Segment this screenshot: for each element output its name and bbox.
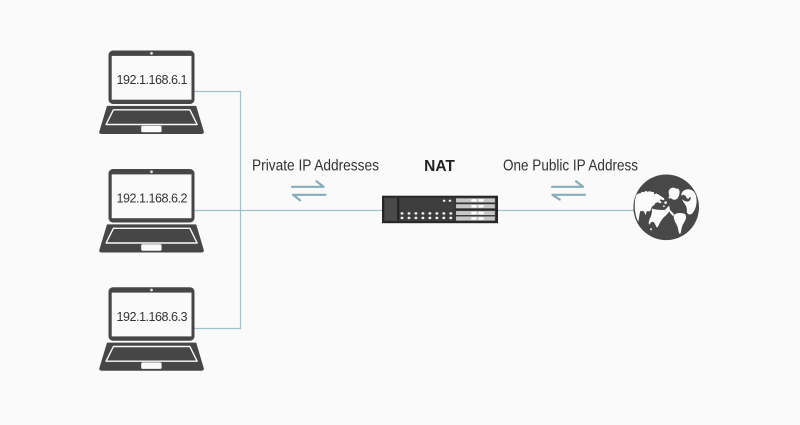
svg-text:One Public IP Address: One Public IP Address (503, 158, 638, 175)
svg-text:192.1.168.6.2: 192.1.168.6.2 (117, 192, 188, 206)
svg-text:192.1.168.6.1: 192.1.168.6.1 (117, 73, 188, 87)
svg-text:Private IP Addresses: Private IP Addresses (252, 158, 379, 175)
svg-text:192.1.168.6.3: 192.1.168.6.3 (117, 310, 188, 324)
svg-text:NAT: NAT (424, 158, 455, 175)
